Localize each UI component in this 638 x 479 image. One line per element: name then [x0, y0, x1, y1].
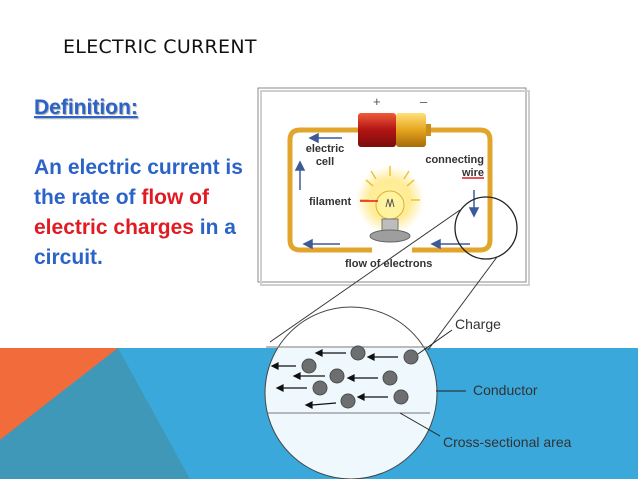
- definition-text: An electric current is the rate of flow …: [34, 153, 259, 273]
- label-flow-of-electrons: flow of electrons: [345, 258, 433, 270]
- zoom-circle-small: [454, 196, 518, 260]
- battery-cap: [396, 113, 426, 147]
- zoom-circle-large: [264, 306, 438, 479]
- definition-part-highlight: flow of electric charges: [34, 186, 210, 239]
- definition-heading: Definition:: [34, 96, 138, 119]
- zoom-line-left: [269, 209, 461, 343]
- charge-dot: [312, 380, 328, 396]
- label-conductor: Conductor: [473, 382, 538, 398]
- bulb-holder: [369, 229, 411, 243]
- charge-dot: [350, 345, 366, 361]
- label-connecting-wire: connecting wire: [425, 154, 484, 179]
- definition-part-1: An electric current is the rate of: [34, 156, 243, 209]
- plus-sign: +: [373, 94, 381, 109]
- charge-callout-line: [417, 329, 453, 355]
- charge-dot: [301, 358, 317, 374]
- charges: [301, 345, 419, 409]
- minus-sign: –: [420, 94, 428, 109]
- bulb-filament: [385, 198, 395, 208]
- label-electric-cell: electric cell: [305, 143, 345, 168]
- label-filament: filament: [309, 196, 352, 208]
- charge-dot: [403, 349, 419, 365]
- connecting-wire: [287, 127, 493, 253]
- battery-body: [358, 113, 396, 147]
- battery-terminal: [426, 124, 431, 136]
- slide-title: ELECTRIC CURRENT: [63, 36, 257, 58]
- zoom-line-right: [427, 256, 498, 351]
- teal-triangle: [0, 348, 190, 479]
- definition-part-3: in a circuit.: [34, 216, 236, 269]
- diagram-frame-shadow: [260, 90, 530, 286]
- bulb-rays: [360, 166, 420, 201]
- label-cross-sectional-area: Cross-sectional area: [443, 434, 572, 450]
- charge-dot: [340, 393, 356, 409]
- charge-dot: [393, 389, 409, 405]
- bulb-base: [381, 218, 399, 232]
- cross-section-callout-line: [399, 412, 441, 437]
- label-charge: Charge: [455, 316, 501, 332]
- charge-dot: [382, 370, 398, 386]
- charge-arrows: [270, 349, 398, 409]
- electron-arrows: [294, 132, 480, 250]
- charge-dot: [329, 368, 345, 384]
